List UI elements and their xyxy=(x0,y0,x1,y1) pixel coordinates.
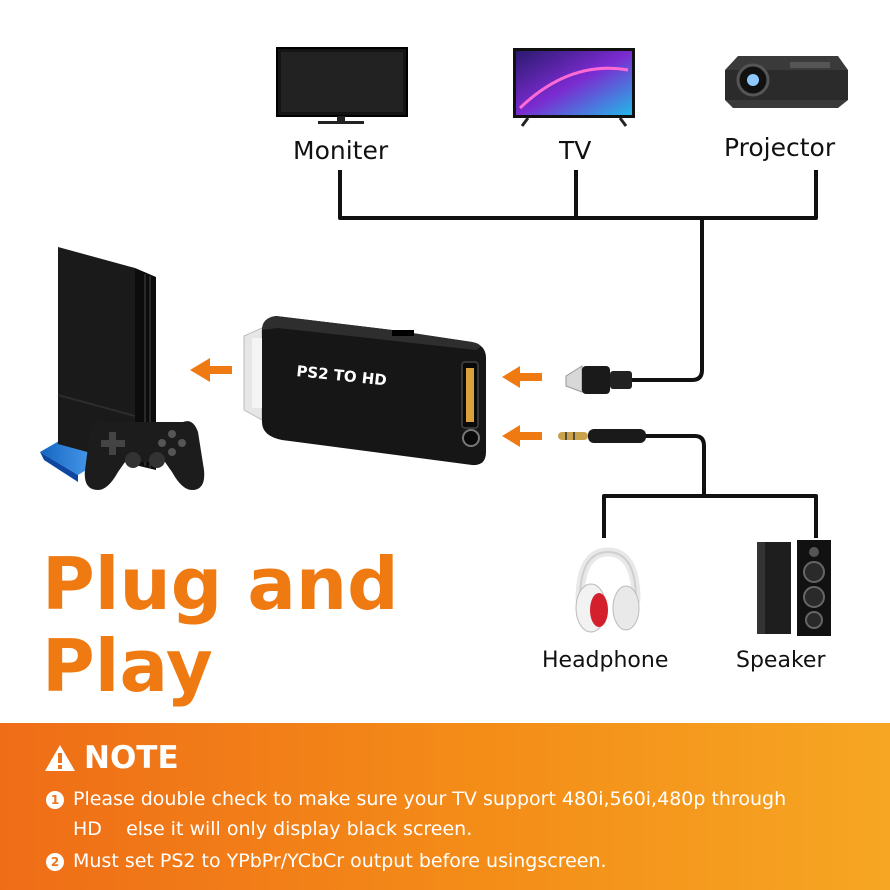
adapter-icon xyxy=(243,316,486,466)
monitor-icon xyxy=(276,47,408,124)
note-item-1-number: 1 xyxy=(46,791,64,809)
hero-line-1: Plug and xyxy=(42,542,399,626)
audio-cable-tree xyxy=(602,434,818,538)
label-tv: TV xyxy=(559,136,592,165)
warning-icon xyxy=(45,745,75,771)
arrow-hdmi-icon xyxy=(502,366,542,388)
headphone-icon xyxy=(575,547,641,633)
label-projector: Projector xyxy=(724,133,836,162)
note-item-1-line-2: HD else it will only display black scree… xyxy=(73,818,473,840)
projector-icon xyxy=(725,56,848,108)
label-speaker: Speaker xyxy=(736,648,826,673)
video-cable-tree xyxy=(338,170,818,382)
tv-icon xyxy=(513,48,635,127)
note-item-2-line-1: Must set PS2 to YPbPr/YCbCr output befor… xyxy=(73,850,607,872)
hdmi-plug-icon xyxy=(565,365,632,394)
arrow-audio-icon xyxy=(502,425,542,447)
gamepad-icon xyxy=(84,421,205,490)
note-title: NOTE xyxy=(84,740,179,776)
speaker-icon xyxy=(757,540,831,636)
label-headphone: Headphone xyxy=(542,648,669,673)
note-item-2-number: 2 xyxy=(46,853,64,871)
audio-jack-icon xyxy=(558,429,646,443)
label-monitor: Moniter xyxy=(293,136,389,165)
note-heading: NOTE xyxy=(44,740,179,776)
note-item-1-line-1: Please double check to make sure your TV… xyxy=(73,788,787,810)
note-banner xyxy=(0,723,890,890)
arrow-to-console-icon xyxy=(190,358,232,382)
hero-line-2: Play xyxy=(42,624,213,708)
